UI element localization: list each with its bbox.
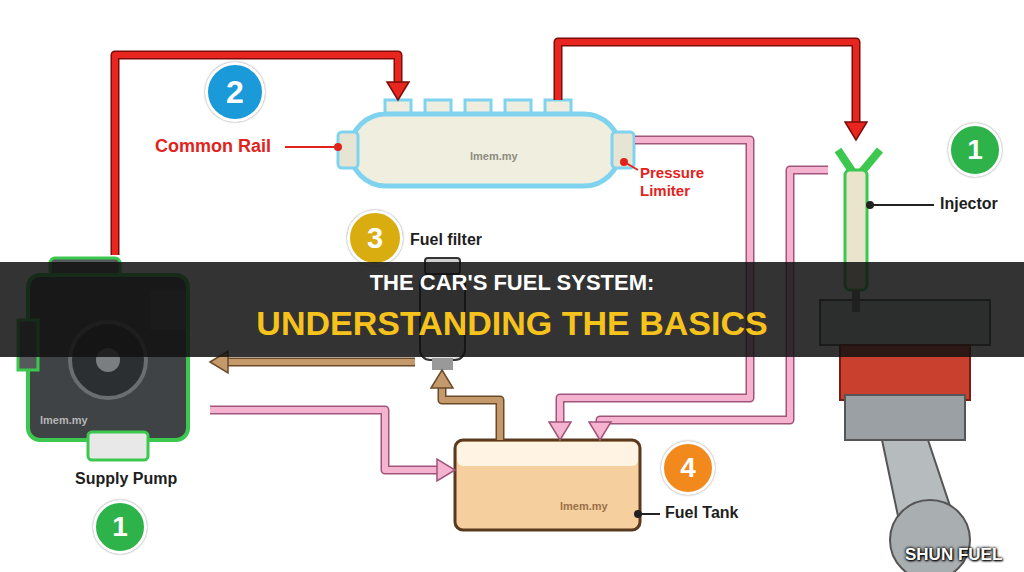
fuel-line-outline (442, 385, 500, 440)
component-label: Fuel Tank (665, 504, 739, 522)
fuel-line-core (225, 359, 415, 365)
common-rail-illustration (338, 132, 358, 168)
arrow-head (437, 459, 455, 481)
common-rail-illustration (612, 132, 634, 168)
watermark: lmem.my (560, 500, 608, 512)
leader-line (285, 146, 336, 148)
leader-line (621, 159, 627, 165)
leader-line (626, 163, 638, 170)
callout-number: 3 (347, 210, 403, 266)
callout-number: 4 (661, 441, 715, 495)
leader-line (335, 144, 341, 150)
fuel-tank-illustration (457, 442, 638, 466)
banner-title: THE CAR'S FUEL SYSTEM: (0, 270, 1024, 296)
fuel-line-core (442, 385, 500, 440)
part-label: Pressure Limiter (640, 164, 720, 200)
callout-number: 1 (948, 123, 1002, 177)
watermark: lmem.my (470, 150, 518, 162)
fuel-filter-illustration (432, 358, 453, 370)
fuel-line (431, 370, 500, 440)
leader-line (635, 202, 934, 517)
fuel-tank-illustration (455, 440, 640, 530)
component-label: Fuel filter (410, 231, 482, 249)
fuel-line (558, 42, 867, 140)
supply-pump-illustration (88, 432, 148, 460)
banner-subtitle: UNDERSTANDING THE BASICS (0, 304, 1024, 343)
component-label: Injector (940, 195, 998, 213)
common-rail-illustration (350, 114, 620, 186)
arrow-head (549, 422, 571, 440)
title-banner: THE CAR'S FUEL SYSTEM: UNDERSTANDING THE … (0, 262, 1024, 357)
fuel-system-component: Common Rail (345, 100, 635, 190)
watermark: SHUN FUEL (905, 545, 1002, 565)
fuel-system-component: Fuel Tank (455, 440, 640, 530)
watermark: lmem.my (40, 414, 88, 426)
fuel-line (210, 410, 455, 481)
engine-illustration (845, 395, 965, 440)
common-rail-illustration (338, 100, 634, 186)
callout-number: 2 (205, 62, 265, 122)
leader-line (867, 202, 873, 208)
leader-line (640, 513, 660, 515)
leader-line (635, 511, 641, 517)
callout-number: 1 (93, 500, 147, 554)
arrow-head (845, 122, 867, 140)
fuel-line-core (210, 410, 440, 470)
arrow-head (387, 82, 409, 100)
fuel-line-outline (210, 410, 440, 470)
leader-line (872, 204, 934, 206)
leader-line (285, 144, 638, 170)
component-label: Supply Pump (75, 470, 177, 488)
fuel-line-outline (558, 42, 856, 125)
arrow-head (431, 370, 453, 388)
component-label: Common Rail (155, 136, 271, 157)
fuel-line-core (558, 42, 856, 125)
arrow-head (589, 422, 611, 440)
fuel-line-outline (225, 358, 415, 367)
fuel-tank-illustration (455, 440, 640, 530)
